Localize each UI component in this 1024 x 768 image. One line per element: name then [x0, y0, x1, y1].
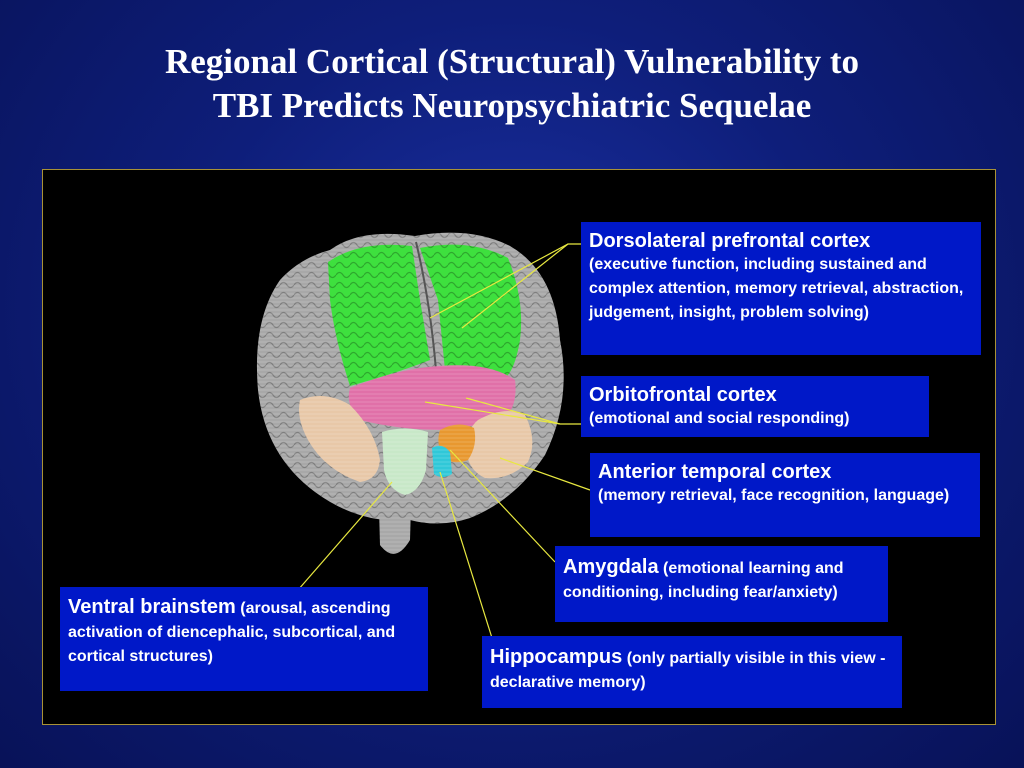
hippocampus-label: Hippocampus (only partially visible in t… [482, 636, 902, 708]
dlpfc-label: Dorsolateral prefrontal cortex (executiv… [581, 222, 981, 355]
ofc-name: Orbitofrontal cortex [589, 384, 777, 406]
atc-description: (memory retrieval, face recognition, lan… [598, 487, 950, 504]
hippocampus-name: Hippocampus [490, 646, 623, 668]
dlpfc-name: Dorsolateral prefrontal cortex [589, 230, 871, 252]
atc-label: Anterior temporal cortex (memory retriev… [590, 453, 980, 537]
amygdala-name: Amygdala [563, 556, 659, 578]
dlpfc-description: (executive function, including sustained… [589, 256, 964, 321]
brainstem-description: (arousal, ascending activation of dience… [68, 600, 396, 665]
brainstem-text: Ventral brainstem (arousal, ascending ac… [68, 595, 420, 669]
amygdala-label: Amygdala (emotional learning and conditi… [555, 546, 888, 622]
hippocampus-description: (only partially visible in this view - d… [490, 650, 886, 691]
brainstem-name: Ventral brainstem [68, 596, 236, 618]
hippocampus-text: Hippocampus (only partially visible in t… [490, 645, 894, 695]
atc-name: Anterior temporal cortex [598, 461, 832, 483]
ofc-label: Orbitofrontal cortex (emotional and soci… [581, 376, 929, 437]
slide-title: Regional Cortical (Structural) Vulnerabi… [0, 40, 1024, 128]
brainstem-label: Ventral brainstem (arousal, ascending ac… [60, 587, 428, 691]
amygdala-text: Amygdala (emotional learning and conditi… [563, 555, 880, 605]
title-line-2: TBI Predicts Neuropsychiatric Sequelae [212, 86, 812, 125]
title-line-1: Regional Cortical (Structural) Vulnerabi… [164, 42, 860, 81]
amygdala-description: (emotional learning and conditioning, in… [563, 560, 844, 601]
ofc-description: (emotional and social responding) [589, 410, 850, 427]
